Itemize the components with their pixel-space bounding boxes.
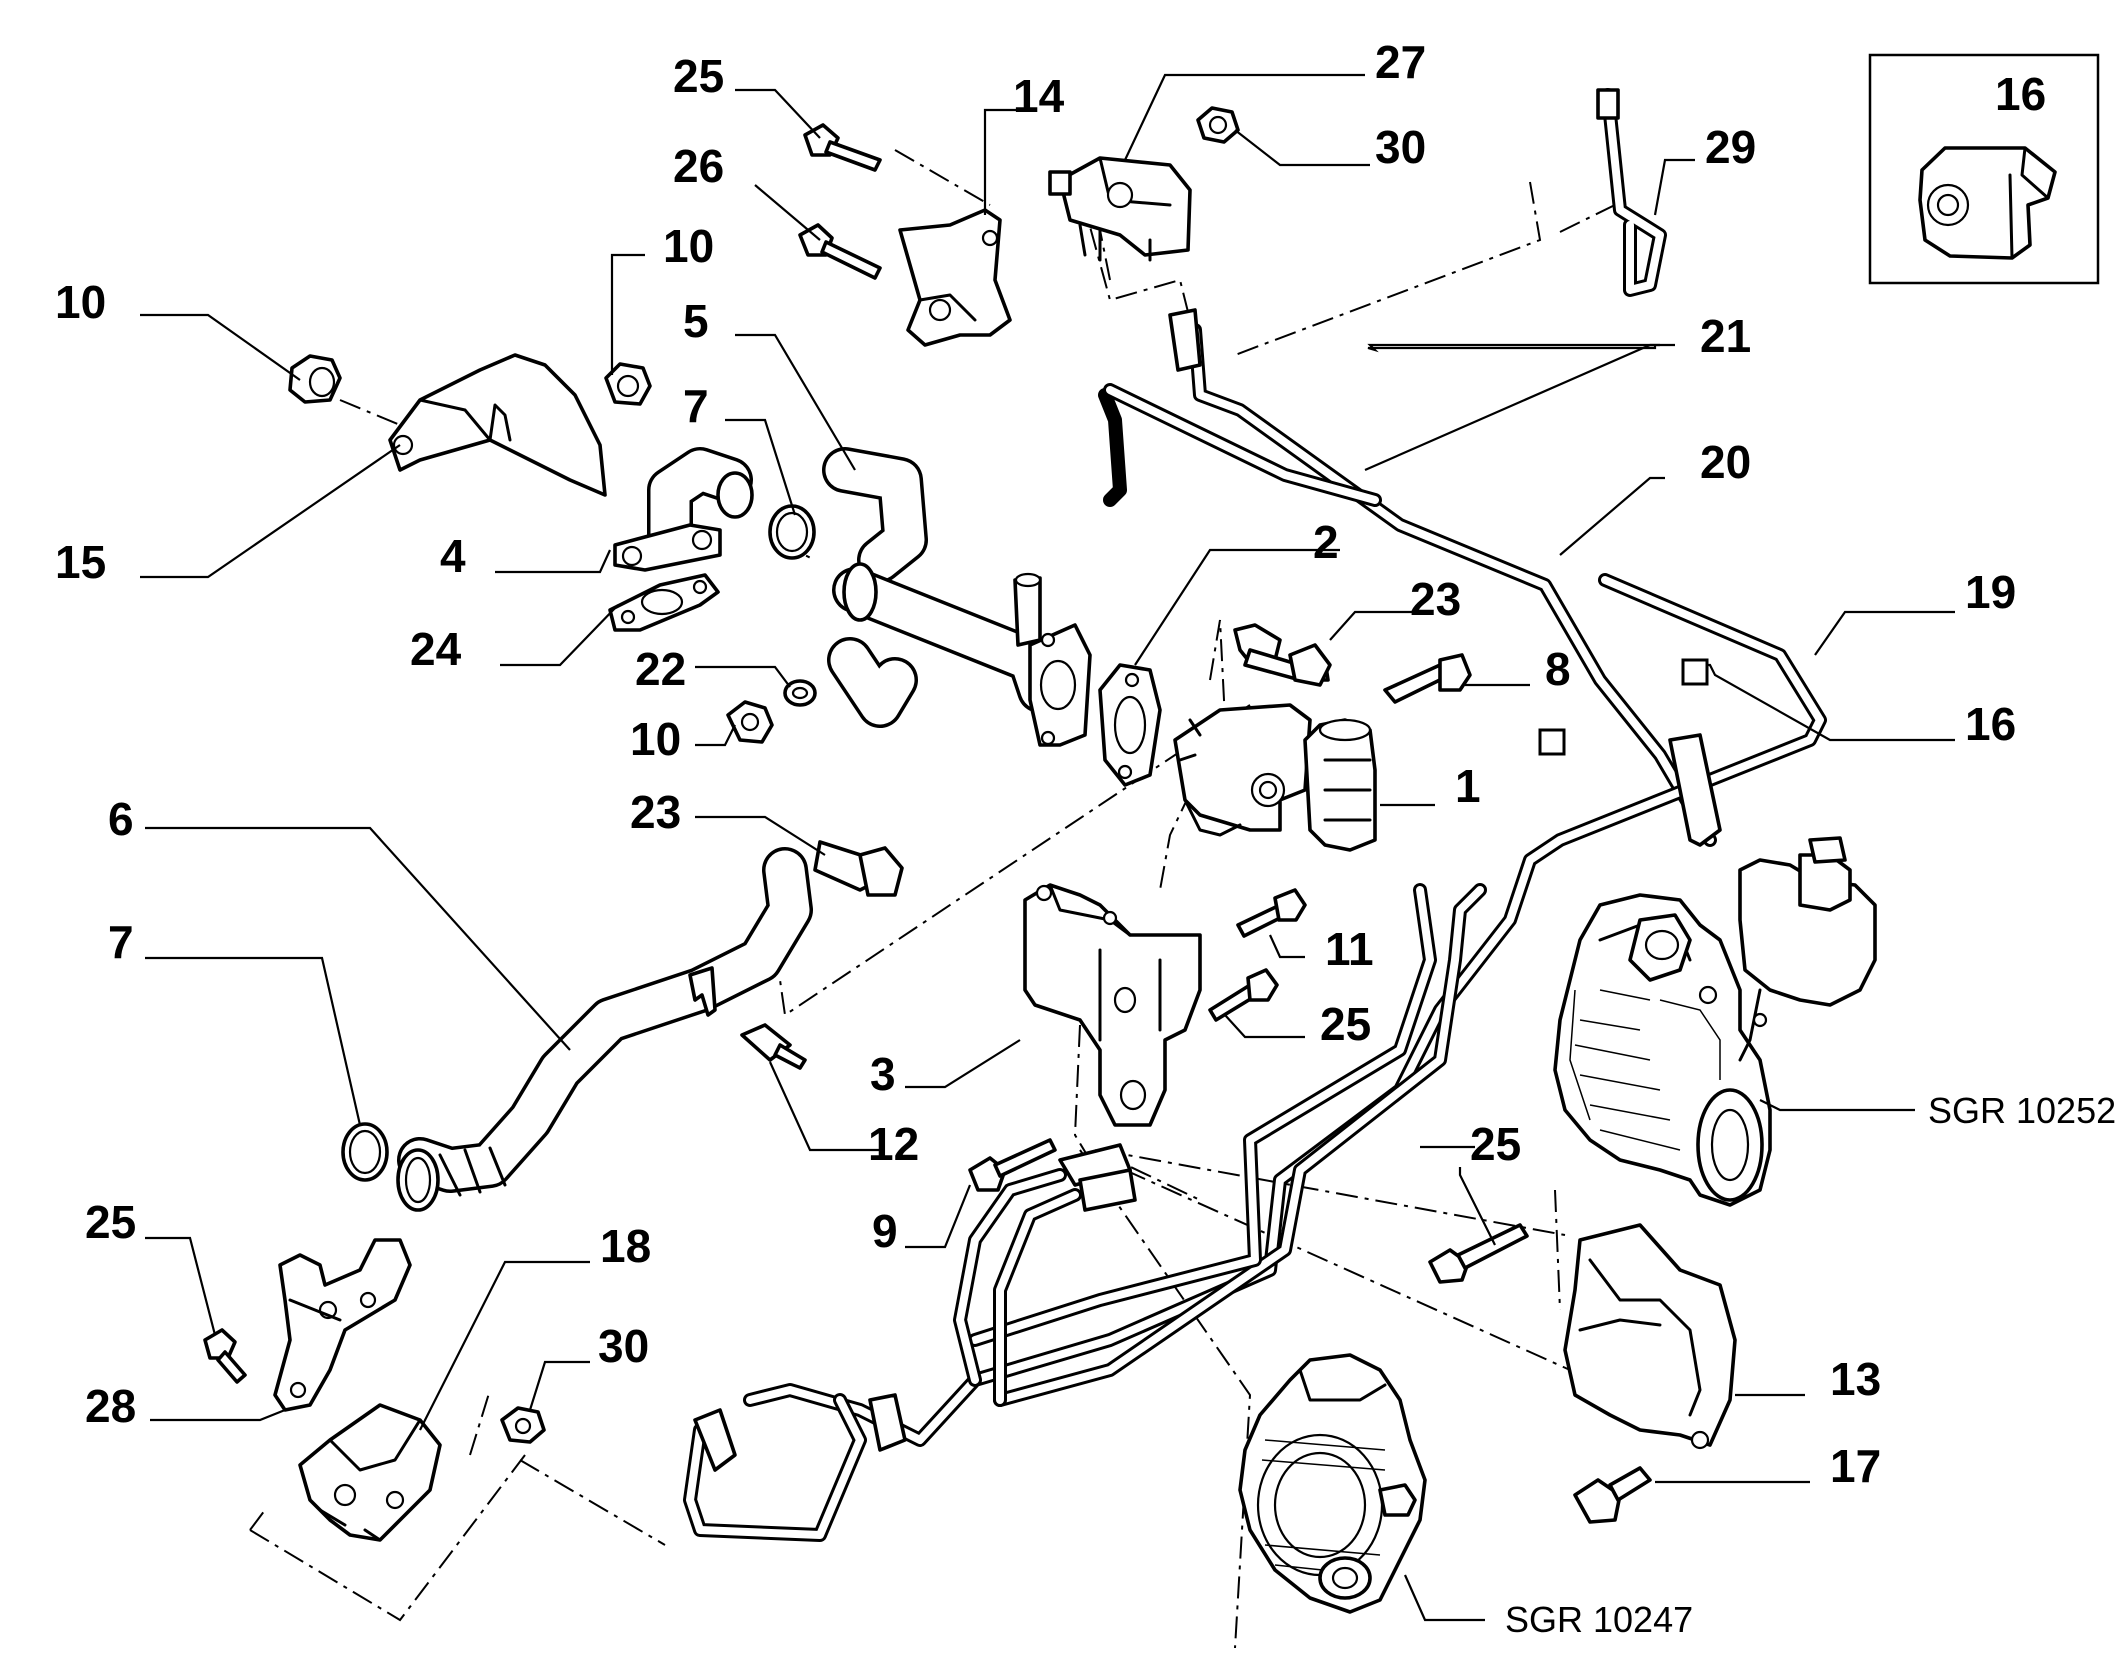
part-24-gasket <box>608 573 720 632</box>
callout-20: 20 <box>1700 436 1751 488</box>
leader-lines <box>140 73 1955 1622</box>
callout-29: 29 <box>1705 121 1756 173</box>
callout-24: 24 <box>410 623 462 675</box>
part-23-bolts <box>813 623 1332 897</box>
callout-4: 4 <box>440 530 466 582</box>
callout-16-b: 16 <box>1965 698 2016 750</box>
callout-19: 19 <box>1965 566 2016 618</box>
part-28-bracket <box>273 1238 412 1412</box>
part-7-o-rings <box>341 504 816 1182</box>
square-markers <box>1538 658 1709 756</box>
callout-10-a: 10 <box>663 220 714 272</box>
part-9-bolt <box>968 1138 1057 1192</box>
bolts-top <box>798 123 882 280</box>
part-29-pipe <box>1596 88 1667 297</box>
callout-26: 26 <box>673 140 724 192</box>
part-30-nut-bottom <box>500 1406 546 1444</box>
callout-23-a: 23 <box>1410 573 1461 625</box>
callout-25-b: 25 <box>1320 998 1371 1050</box>
callout-7-b: 7 <box>108 916 134 968</box>
detail-inset-16 <box>1868 53 2100 285</box>
callout-16-a: 16 <box>1995 68 2046 120</box>
callout-10-c: 10 <box>630 713 681 765</box>
callout-25-c: 25 <box>1470 1118 1521 1170</box>
callout-14: 14 <box>1013 70 1065 122</box>
part-12-stud <box>740 1023 807 1070</box>
callout-9: 9 <box>872 1205 898 1257</box>
callout-7-a: 7 <box>683 380 709 432</box>
callout-28: 28 <box>85 1380 136 1432</box>
part-4-elbow <box>613 447 754 572</box>
callout-30-b: 30 <box>598 1320 649 1372</box>
callout-25-d: 25 <box>85 1196 136 1248</box>
part-10-nuts <box>288 354 774 744</box>
part-15-shield <box>388 353 607 497</box>
callout-5: 5 <box>683 295 709 347</box>
turbocharger-sgr-10252 <box>1553 836 1877 1207</box>
part-2-gasket <box>1098 663 1162 787</box>
part-18-modulator <box>298 1403 442 1542</box>
callout-21: 21 <box>1700 310 1751 362</box>
part-30-nut-top <box>1196 106 1240 144</box>
callout-10-b: 10 <box>55 276 106 328</box>
callout-labels: 25 14 27 30 29 16 26 10 10 5 21 7 20 15 … <box>55 36 2046 1492</box>
part-11-and-25-bolts <box>1208 888 1307 1022</box>
part-5-egr-pipe <box>822 447 1092 747</box>
callout-1: 1 <box>1455 760 1481 812</box>
part-6-hose <box>396 847 813 1212</box>
part-3-bracket <box>1023 883 1202 1127</box>
callout-2: 2 <box>1313 516 1339 568</box>
part-1-egr-valve <box>1173 703 1377 852</box>
callout-22: 22 <box>635 643 686 695</box>
callout-13: 13 <box>1830 1353 1881 1405</box>
callout-30-a: 30 <box>1375 121 1426 173</box>
callout-25-a: 25 <box>673 50 724 102</box>
ref-sgr-10247: SGR 10247 <box>1505 1599 1693 1640</box>
throttle-body-sgr-10247 <box>1238 1353 1427 1614</box>
part-17-bolt <box>1573 1466 1652 1524</box>
part-8-bolt <box>1383 653 1472 704</box>
callout-3: 3 <box>870 1048 896 1100</box>
part-25-bolt-left <box>203 1328 247 1384</box>
reference-labels: SGR 10252 SGR 10247 <box>1505 1090 2116 1640</box>
vacuum-tubes <box>683 323 1827 1542</box>
callout-17: 17 <box>1830 1440 1881 1492</box>
callout-6: 6 <box>108 793 134 845</box>
callout-23-b: 23 <box>630 786 681 838</box>
part-25-bolt-right <box>1428 1223 1529 1284</box>
callout-12: 12 <box>868 1118 919 1170</box>
part-27 <box>1048 156 1192 262</box>
callout-11: 11 <box>1325 923 1374 975</box>
callout-15: 15 <box>55 536 106 588</box>
callout-27: 27 <box>1375 36 1426 88</box>
callout-18: 18 <box>600 1220 651 1272</box>
part-22-washer <box>783 679 817 707</box>
ref-sgr-10252: SGR 10252 <box>1928 1090 2116 1131</box>
part-14-heat-shield <box>898 208 1012 347</box>
part-13-heat-shield <box>1563 1223 1737 1450</box>
callout-8: 8 <box>1545 643 1571 695</box>
tube-connectors <box>693 308 1722 1472</box>
